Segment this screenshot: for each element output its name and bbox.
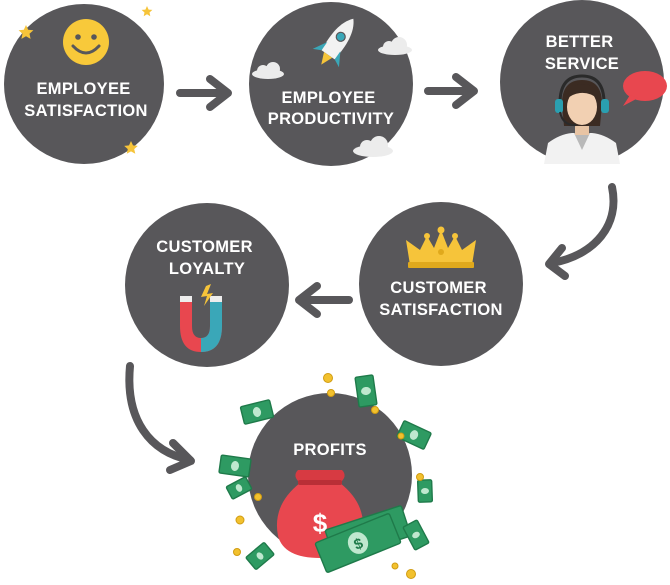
node-customer-satisfaction: CUSTOMER SATISFACTION [359,202,523,366]
label-profits: PROFITS [293,441,367,459]
arrow-curve-down-right [125,362,195,474]
rocket-icon [312,18,354,68]
smiley-icon [63,19,109,65]
speech-bubble-icon [623,71,667,106]
label-employee-satisfaction: EMPLOYEE SATISFACTION [24,80,147,120]
arrow-curve-down-left [545,183,618,280]
label-customer-satisfaction: CUSTOMER SATISFACTION [379,279,502,319]
support-agent-icon [544,74,620,164]
crown-icon [406,226,476,268]
cloud-icon [252,37,412,157]
arrow-right-1 [176,75,232,111]
money-icon [218,374,434,570]
magnet-icon [180,284,222,352]
label-customer-loyalty: CUSTOMER LOYALTY [156,238,257,278]
arrow-left [295,282,353,318]
node-profits: PROFITS $ $ [248,393,412,573]
cash-stack-icon: $ [314,505,412,573]
label-employee-productivity: EMPLOYEE PRODUCTIVITY [268,89,394,128]
label-better-service: BETTER SERVICE [545,33,619,73]
svg-text:$: $ [313,508,328,538]
arrow-right-2 [424,73,478,109]
coin-icon [233,373,424,579]
node-better-service: BETTER SERVICE [500,0,667,164]
node-employee-satisfaction: EMPLOYEE SATISFACTION [4,4,164,164]
node-employee-productivity: EMPLOYEE PRODUCTIVITY [249,2,413,166]
node-customer-loyalty: CUSTOMER LOYALTY [125,203,289,367]
star-icon [18,6,153,154]
